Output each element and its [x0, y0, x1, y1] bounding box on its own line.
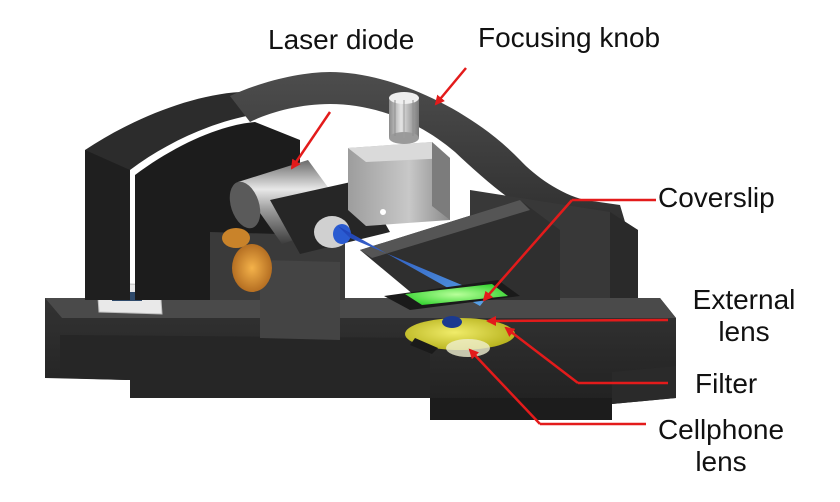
label-coverslip: Coverslip — [658, 182, 775, 213]
label-filter: Filter — [695, 368, 758, 399]
device-housing — [85, 72, 638, 340]
adjustment-gear — [222, 228, 272, 292]
label-cellphone-lens-line1: Cellphone — [657, 414, 785, 445]
label-cellphone-lens: Cellphone lens — [646, 414, 796, 478]
focusing-knob — [389, 92, 419, 144]
label-external-lens: External lens — [684, 284, 804, 348]
focusing-assembly — [348, 142, 450, 226]
device-base — [45, 298, 676, 420]
label-cellphone-lens-line2: lens — [695, 446, 747, 477]
annotation-arrows — [290, 67, 669, 426]
label-external-lens-line1: External — [692, 284, 796, 315]
laser-beam — [338, 226, 488, 306]
label-external-lens-line2: lens — [718, 316, 770, 347]
label-focusing-knob: Focusing knob — [478, 22, 661, 53]
label-laser-diode: Laser diode — [268, 24, 415, 55]
coverslip-sample — [384, 280, 520, 310]
